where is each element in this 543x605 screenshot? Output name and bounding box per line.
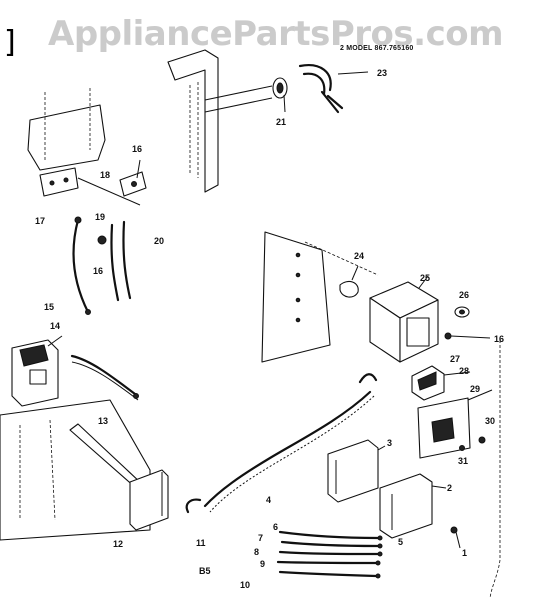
- part-25-junction-box: [369, 275, 439, 363]
- callout-25: 25: [420, 273, 430, 283]
- part-3-bracket: [327, 439, 386, 503]
- lower-left-panel: [0, 399, 151, 541]
- callout-10: 10: [240, 580, 250, 590]
- callout-15: 15: [44, 302, 54, 312]
- callout-5: 5: [398, 537, 403, 547]
- part-11-flex-cable: [185, 373, 378, 514]
- part-1-screw: [450, 526, 461, 549]
- part-28-connector: [411, 365, 471, 401]
- callout-23: 23: [377, 68, 387, 78]
- part-13-thermocouple: [70, 354, 139, 401]
- long-rail-panel: [261, 231, 379, 363]
- part-26-nut: [454, 306, 470, 318]
- callout-2: 2: [447, 483, 452, 493]
- upper-left-bracket: [27, 88, 141, 206]
- header-model-code: 2 MODEL 867.765160: [340, 45, 414, 52]
- callout-18: 18: [100, 170, 110, 180]
- callout-4: 4: [266, 495, 271, 505]
- part-23-wire-clip: [298, 64, 369, 114]
- callout-7: 7: [258, 533, 263, 543]
- callout-16-left: 16: [93, 266, 103, 276]
- figure-label: B5: [199, 566, 211, 576]
- part-2-bracket: [379, 473, 447, 539]
- callout-11: 11: [196, 538, 206, 548]
- callout-29: 29: [470, 384, 480, 394]
- part-12-burner-box: [129, 469, 169, 531]
- callout-20: 20: [154, 236, 164, 246]
- callout-16-right: 16: [494, 334, 504, 344]
- callout-9: 9: [260, 559, 265, 569]
- part-18-bracket: [119, 159, 147, 197]
- corner-bracket: ]: [4, 25, 16, 60]
- part-14-gas-valve: [11, 335, 63, 407]
- callout-14: 14: [50, 321, 60, 331]
- callout-16-top: 16: [132, 144, 142, 154]
- callout-28: 28: [459, 366, 469, 376]
- callout-19: 19: [95, 212, 105, 222]
- part-21-grommet: [272, 77, 288, 113]
- callout-1: 1: [462, 548, 467, 558]
- callout-12: 12: [113, 539, 123, 549]
- part-24-clip: [339, 265, 359, 298]
- right-edge-line: [489, 340, 501, 599]
- part-29-plate: [417, 389, 493, 459]
- callout-24: 24: [354, 251, 364, 261]
- part-16-screw-right: [444, 332, 491, 340]
- callout-17: 17: [35, 216, 45, 226]
- callout-30: 30: [485, 416, 495, 426]
- wire-leads-group: [276, 530, 383, 579]
- callout-13: 13: [98, 416, 108, 426]
- part-15-wire: [72, 216, 91, 315]
- part-30-screw: [478, 436, 486, 444]
- callout-31: 31: [458, 456, 468, 466]
- callout-21: 21: [276, 117, 286, 127]
- callout-8: 8: [254, 547, 259, 557]
- callout-26: 26: [459, 290, 469, 300]
- callout-27: 27: [450, 354, 460, 364]
- part-31-screw: [459, 445, 465, 451]
- callout-6: 6: [273, 522, 278, 532]
- part-19-20-tubes: [97, 220, 132, 302]
- upper-panel-assembly: [167, 49, 273, 193]
- callout-3: 3: [387, 438, 392, 448]
